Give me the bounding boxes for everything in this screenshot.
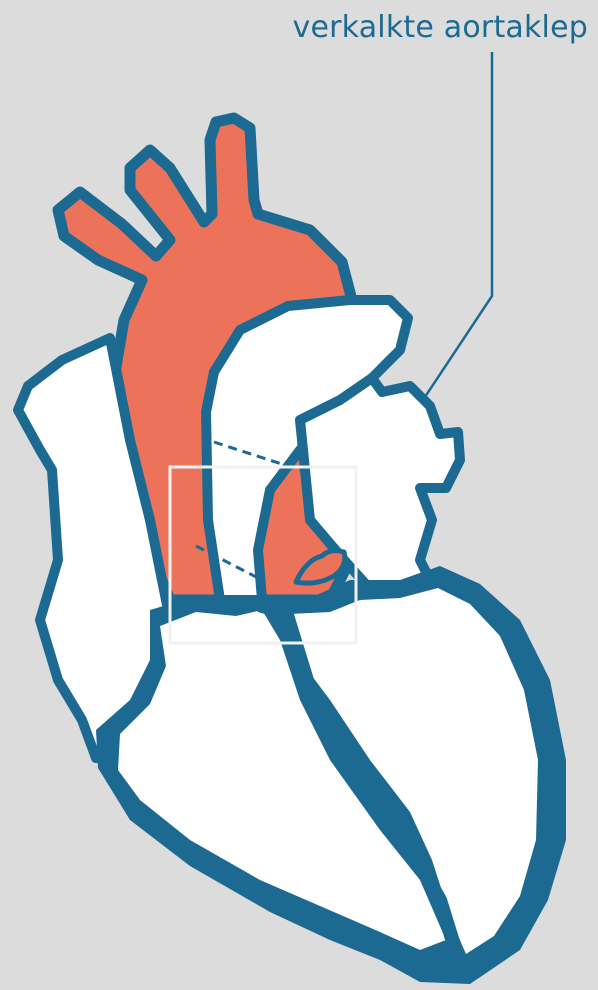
heart-diagram: verkalkte aortaklep <box>0 0 598 990</box>
heart-illustration <box>0 0 598 990</box>
